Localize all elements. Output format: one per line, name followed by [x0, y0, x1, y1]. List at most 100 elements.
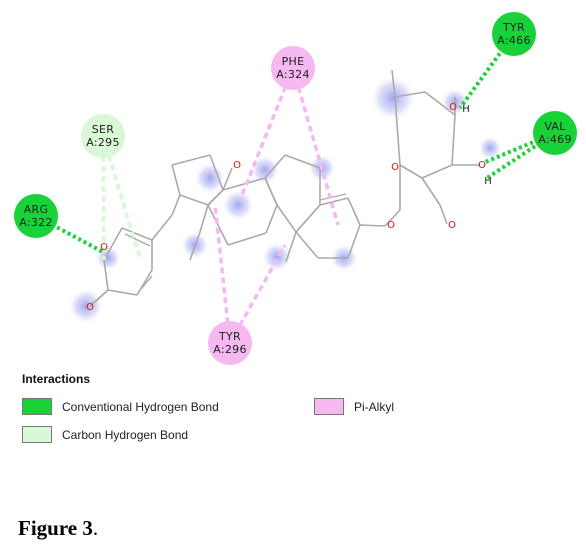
hydrogen-atom-label: H	[462, 104, 470, 115]
bond	[103, 227, 123, 261]
oxygen-atom-label: O	[478, 160, 486, 171]
residue-chain: A:324	[276, 68, 310, 81]
double-bond	[124, 233, 151, 247]
legend-label-carbon-hbond: Carbon Hydrogen Bond	[62, 427, 189, 442]
residue-disc	[492, 12, 536, 56]
bond	[207, 204, 229, 246]
bond	[295, 204, 321, 233]
bond	[319, 197, 349, 206]
oxygen-atom-label: O	[391, 162, 399, 173]
bond	[227, 232, 267, 246]
bond	[394, 91, 426, 98]
bond	[209, 154, 224, 191]
legend-swatch-pi-alkyl	[314, 398, 344, 415]
oxygen-atom-label: O	[100, 242, 108, 253]
figure-caption-label: Figure 3	[18, 516, 93, 540]
solvent-halo	[95, 245, 121, 271]
bond	[171, 164, 181, 196]
double-bond	[139, 275, 153, 291]
bond	[171, 194, 181, 216]
residue-name: SER	[92, 123, 115, 136]
bond	[285, 231, 297, 263]
residue-chain: A:469	[538, 133, 572, 146]
oxygen-atom-label: O	[449, 102, 457, 113]
residue-chain: A:466	[497, 34, 531, 47]
pi-alkyl-line	[213, 204, 232, 344]
bond	[347, 224, 361, 259]
residue-discs: TYRA:466VALA:469PHEA:324SERA:295ARGA:322…	[14, 12, 577, 365]
pi-alkyl-line	[291, 67, 340, 226]
residue-name: TYR	[218, 330, 241, 343]
solvent-halo	[194, 162, 226, 194]
residue-disc	[533, 111, 577, 155]
bond	[439, 204, 448, 225]
solvent-halo	[370, 75, 416, 121]
figure-caption: Figure 3.	[18, 516, 98, 541]
bond	[107, 289, 138, 296]
bond	[451, 114, 456, 166]
bond	[222, 177, 266, 191]
double-bond	[319, 193, 347, 201]
bond	[276, 204, 297, 233]
bond	[421, 177, 441, 206]
solvent-halo	[222, 189, 254, 221]
bond	[384, 209, 401, 227]
bond	[264, 154, 286, 179]
residue-chain: A:295	[86, 136, 120, 149]
residue-disc	[14, 194, 58, 238]
residue-disc	[208, 321, 252, 365]
bond	[207, 189, 224, 206]
bond	[347, 197, 361, 226]
legend-swatch-carbon-hbond	[22, 426, 52, 443]
residue-name: ARG	[24, 203, 49, 216]
bond	[394, 96, 401, 166]
bond	[424, 91, 456, 116]
bond	[295, 231, 319, 259]
legend-item-pi-alkyl: Pi-Alkyl	[314, 398, 394, 415]
residue-chain: A:322	[19, 216, 53, 229]
oxygen-atom-label: O	[448, 220, 456, 231]
bond	[171, 154, 211, 166]
bond	[421, 164, 453, 179]
hydrogen-atom-label: H	[484, 176, 492, 187]
oxygen-atom-label: O	[387, 220, 395, 231]
bond	[199, 204, 209, 233]
legend-swatch-conventional-hbond	[22, 398, 52, 415]
legend-title: Interactions	[22, 372, 91, 386]
residue-name: PHE	[282, 55, 305, 68]
solvent-halo	[68, 288, 104, 324]
oxygen-atom-label: O	[233, 160, 241, 171]
bond	[136, 269, 153, 296]
figure-caption-suffix: .	[92, 516, 99, 540]
solvent-halo	[250, 155, 280, 185]
bond	[264, 177, 278, 206]
pi-alkyl-line	[228, 244, 287, 344]
molecule-bonds	[89, 69, 480, 307]
bond	[391, 69, 396, 98]
legend-label-conventional-hbond: Conventional Hydrogen Bond	[62, 399, 219, 414]
double-bond	[94, 291, 107, 303]
bond	[399, 164, 423, 179]
bond	[121, 227, 153, 241]
bond	[359, 224, 386, 227]
residue-disc	[81, 114, 125, 158]
residue-chain: A:296	[213, 343, 247, 356]
residue-disc	[271, 46, 315, 90]
bond	[179, 194, 209, 206]
bond	[103, 259, 109, 291]
residue-name: TYR	[502, 21, 525, 34]
bond	[189, 231, 201, 261]
residue-name: VAL	[544, 120, 566, 133]
legend-item-conventional-hbond: Conventional Hydrogen Bond	[22, 398, 219, 415]
solvent-halo	[262, 242, 292, 272]
bond	[222, 167, 233, 191]
bond	[265, 204, 278, 234]
bond	[284, 154, 321, 169]
